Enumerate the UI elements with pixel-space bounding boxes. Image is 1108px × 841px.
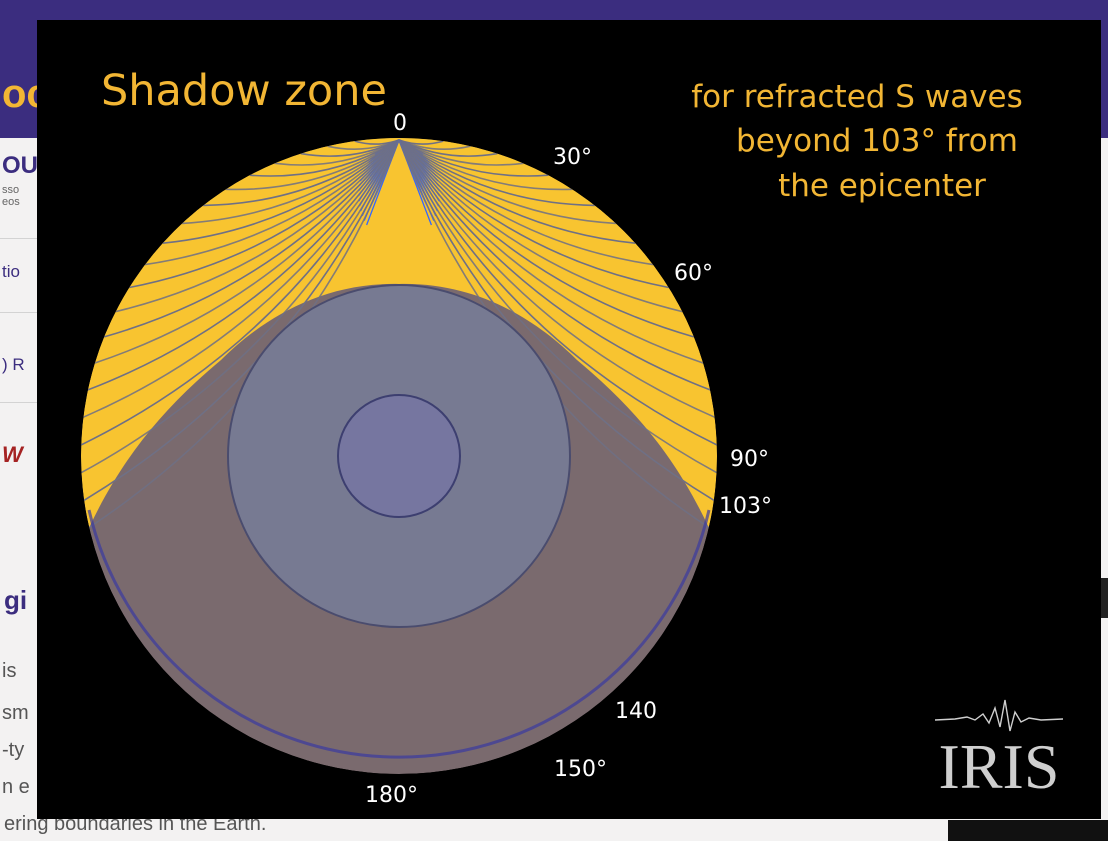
- shadow-zone-diagram: Shadow zone for refracted S waves beyond…: [81, 66, 1064, 808]
- ray-path: [398, 139, 704, 364]
- iris-logo: IRIS: [934, 699, 1064, 802]
- ray-path: [115, 139, 400, 313]
- ray-path: [81, 139, 400, 446]
- angle-label-180: 180°: [365, 783, 418, 808]
- ray-path: [398, 139, 717, 474]
- ray-path: [249, 139, 400, 177]
- ray-path: [203, 139, 400, 207]
- ray-path: [398, 139, 715, 418]
- bg-paragraph-line: sm: [2, 702, 29, 724]
- ray-path: [398, 139, 524, 166]
- angle-label-0: 0: [393, 111, 407, 136]
- bg-small-text: eos: [2, 196, 20, 208]
- iris-logo-text: IRIS: [939, 731, 1060, 802]
- bg-nav-item[interactable]: tio: [2, 262, 20, 281]
- figure-title: Shadow zone: [101, 66, 387, 116]
- bg-divider: [0, 312, 40, 313]
- earth-bottom-rim: [87, 509, 711, 759]
- bg-site-subtitle: OU: [2, 152, 38, 179]
- bg-section-heading: gi: [4, 585, 28, 615]
- ray-path: [398, 139, 595, 207]
- caption-line-1: for refracted S waves: [691, 79, 1023, 115]
- ray-path: [83, 139, 400, 418]
- ray-path: [398, 139, 683, 313]
- ray-path: [162, 139, 400, 244]
- bg-divider: [0, 238, 40, 239]
- caption-line-3: the epicenter: [778, 168, 986, 204]
- angle-label-30: 30°: [553, 145, 592, 170]
- shadow-zone-figure[interactable]: Shadow zone for refracted S waves beyond…: [37, 20, 1101, 819]
- ray-path: [398, 139, 636, 244]
- ray-path: [225, 139, 400, 191]
- angle-label-140: 140: [615, 699, 657, 724]
- ray-path: [398, 139, 717, 446]
- bg-divider: [0, 402, 40, 403]
- ray-path: [398, 139, 549, 177]
- ray-path: [144, 139, 400, 266]
- ray-path: [398, 139, 711, 391]
- bg-small-text: sso: [2, 184, 20, 196]
- mantle-wave-region: [81, 138, 717, 528]
- ray-path: [129, 139, 400, 289]
- bg-nav-item[interactable]: ) R: [2, 355, 25, 374]
- angle-label-90: 90°: [730, 447, 769, 472]
- bg-paragraph-line: -ty: [2, 739, 25, 761]
- caption-line-2: beyond 103° from: [736, 123, 1018, 159]
- angle-label-103: 103°: [719, 494, 772, 519]
- ray-path: [81, 139, 400, 474]
- ray-path: [398, 139, 573, 191]
- bg-paragraph-line: is: [2, 660, 17, 682]
- bg-side-image: [948, 820, 1108, 841]
- ray-path: [398, 139, 695, 338]
- ray-path: [274, 139, 400, 166]
- bg-paragraph-line: n e: [2, 776, 30, 798]
- angle-label-150: 150°: [554, 757, 607, 782]
- ray-path: [398, 139, 654, 266]
- ray-path: [398, 139, 616, 225]
- ray-path: [398, 139, 669, 289]
- seismogram-trace-icon: [934, 699, 1064, 732]
- ray-path: [182, 139, 400, 225]
- angle-label-60: 60°: [674, 261, 713, 286]
- bg-heading: W: [2, 442, 23, 467]
- ray-path: [87, 139, 400, 391]
- ray-path: [103, 139, 400, 338]
- ray-path: [94, 139, 400, 364]
- inner-core: [337, 394, 461, 518]
